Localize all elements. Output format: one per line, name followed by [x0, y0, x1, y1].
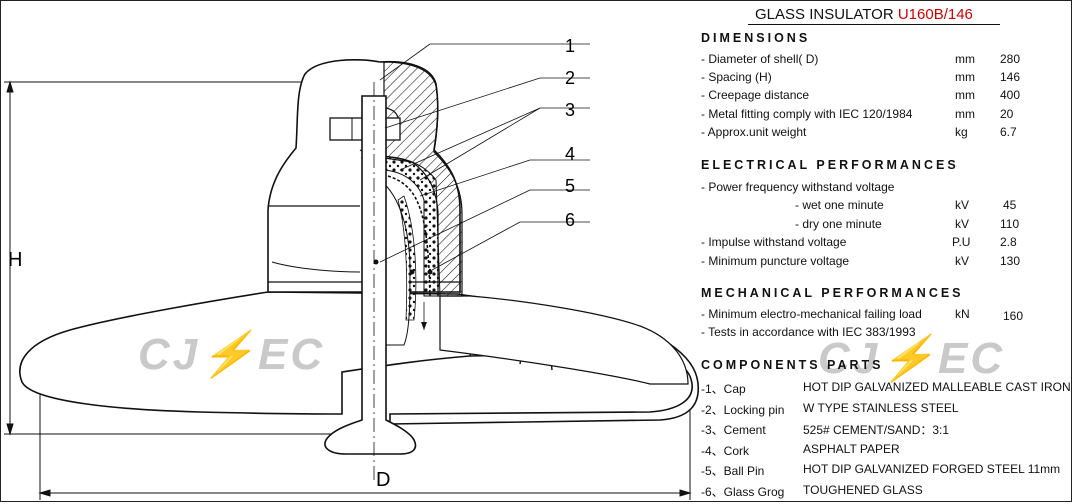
elec-row-label: - Impulse withstand voltage [701, 235, 847, 249]
mechanical-heading: MECHANICAL PERFORMANCES [701, 286, 964, 300]
mech-row-value: 160 [1003, 309, 1024, 323]
dim-row-label: - Creepage distance [701, 88, 810, 102]
callout-1: 1 [565, 36, 575, 56]
mech-row-label: - Tests in accordance with IEC 383/1993 [701, 325, 916, 339]
comp-row-value: TOUGHENED GLASS [803, 483, 923, 497]
dim-row-unit: mm [955, 52, 975, 66]
dim-row-value: 6.7 [1000, 125, 1017, 139]
ball-pin [324, 95, 417, 455]
dim-row-value: 280 [1000, 52, 1021, 66]
elec-row-label: - dry one minute [795, 217, 882, 231]
callout-4: 4 [565, 144, 575, 164]
dim-row-label: - Spacing (H) [701, 70, 772, 84]
h-dimension [4, 80, 345, 436]
elec-row-value: 2.8 [1000, 235, 1017, 249]
title-model: U160B/146 [897, 6, 973, 23]
shell-right-section [439, 295, 689, 385]
comp-row-value: ASPHALT PAPER [803, 442, 900, 456]
elec-row-value: 45 [1003, 198, 1017, 212]
dim-row-value: 146 [1000, 70, 1021, 84]
comp-row-label: -5、Ball Pin [701, 464, 765, 478]
elec-row-label: - Minimum puncture voltage [701, 254, 850, 268]
comp-row-label: -2、Locking pin [701, 403, 785, 417]
callout-6: 6 [565, 210, 575, 230]
callout-leaders [379, 43, 590, 271]
d-dim-label: D [376, 469, 390, 491]
comp-row-value: HOT DIP GALVANIZED MALLEABLE CAST IRON [803, 380, 1071, 394]
pf-label: - Power frequency withstand voltage [701, 180, 895, 194]
mech-row-label: - Minimum electro-mechanical failing loa… [701, 307, 922, 321]
dim-row-value: 400 [1000, 88, 1021, 102]
cement-fill [360, 155, 441, 297]
mech-row-unit: kN [955, 307, 970, 321]
elec-row-unit: kV [955, 198, 970, 212]
elec-row-value: 130 [1000, 254, 1021, 268]
comp-row-label: -4、Cork [701, 444, 750, 458]
cork [387, 175, 431, 297]
electrical-heading: ELECTRICAL PERFORMANCES [701, 158, 959, 172]
elec-row-unit: P.U [952, 235, 971, 249]
insulator-drawing: H D [4, 36, 700, 500]
comp-row-value: HOT DIP GALVANIZED FORGED STEEL 11mm [803, 462, 1061, 476]
watermark-right: CJ⚡EC [818, 334, 1006, 383]
callout-2: 2 [565, 68, 575, 88]
h-dim-label: H [8, 249, 22, 271]
page-title: GLASS INSULATOR U160B/146 [755, 6, 973, 23]
components-heading: COMPONENTS PARTS [701, 358, 884, 372]
elec-row-unit: kV [955, 254, 970, 268]
comp-row-value: W TYPE STAINLESS STEEL [803, 401, 959, 415]
dim-row-label: - Approx.unit weight [701, 125, 807, 139]
dim-row-unit: mm [955, 88, 975, 102]
title-underline [748, 24, 1000, 25]
elec-row-unit: kV [955, 217, 970, 231]
comp-row-value: 525# CEMENT/SAND：3:1 [803, 423, 950, 437]
dim-row-unit: mm [955, 107, 975, 121]
dim-row-unit: kg [955, 125, 968, 139]
callout-3: 3 [565, 100, 575, 120]
comp-row-label: -1、Cap [701, 382, 746, 396]
dim-row-value: 20 [1000, 107, 1014, 121]
title-prefix: GLASS INSULATOR [755, 6, 898, 23]
elec-row-label: - wet one minute [795, 198, 884, 212]
elec-row-value: 110 [1000, 217, 1020, 231]
callout-5: 5 [565, 176, 575, 196]
comp-row-label: -6、Glass Grog [701, 485, 785, 499]
comp-row-label: -3、Cement [701, 423, 766, 437]
dim-row-unit: mm [955, 70, 975, 84]
watermark-left: CJ⚡EC [138, 330, 326, 379]
dimensions-heading: DIMENSIONS [701, 31, 811, 45]
dim-row-label: - Metal fitting comply with IEC 120/1984 [701, 107, 913, 121]
dim-row-label: - Diameter of shell( D) [701, 52, 819, 66]
